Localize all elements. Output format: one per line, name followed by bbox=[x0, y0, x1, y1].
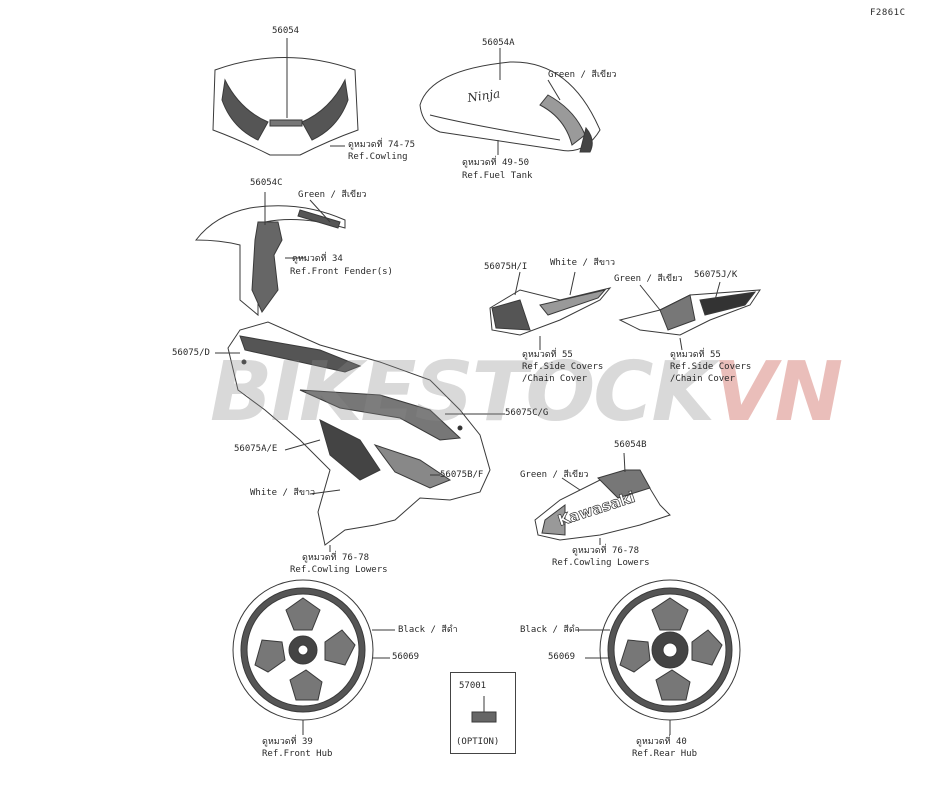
ref-rear-hub-th: ดูหมวดที่ 40 bbox=[636, 737, 687, 747]
part-number-57001: 57001 bbox=[459, 681, 487, 691]
ref-side1-th: ดูหมวดที่ 55 bbox=[522, 350, 573, 360]
ref-lowers-th: ดูหมวดที่ 76-78 bbox=[302, 553, 370, 563]
watermark: BIKESTOCKVN bbox=[210, 352, 843, 434]
part-number-56054b: 56054B bbox=[614, 440, 647, 450]
part-number-56075bf: 56075B/F bbox=[440, 470, 484, 480]
part-number-56054a: 56054A bbox=[482, 38, 515, 48]
color-green-tank: Green / สีเขียว bbox=[548, 70, 617, 80]
option-box bbox=[450, 672, 516, 754]
color-black-front: Black / สีดำ bbox=[398, 625, 458, 635]
windscreen-decal-part bbox=[212, 38, 359, 156]
ref-rear-hub-en: Ref.Rear Hub bbox=[632, 749, 698, 759]
ref-side2-en1: Ref.Side Covers bbox=[670, 362, 752, 372]
ref-front-hub-th: ดูหมวดที่ 39 bbox=[262, 737, 313, 747]
part-number-56054c: 56054C bbox=[250, 178, 283, 188]
color-white-side: White / สีขาว bbox=[550, 258, 616, 268]
ref-tank-th: ดูหมวดที่ 49-50 bbox=[462, 158, 530, 168]
fuel-tank-decal-part bbox=[419, 48, 601, 155]
part-number-56054: 56054 bbox=[272, 26, 300, 36]
color-white-lower: White / สีขาว bbox=[250, 488, 316, 498]
part-number-56075jk: 56075J/K bbox=[694, 270, 738, 280]
color-green-fender: Green / สีเขียว bbox=[298, 190, 367, 200]
tank-ninja-logo: Ninja bbox=[465, 87, 501, 106]
ref-fender-th: ดูหมวดที่ 34 bbox=[292, 254, 343, 264]
ref-front-hub-en: Ref.Front Hub bbox=[262, 749, 333, 759]
ref-lowers2-th: ดูหมวดที่ 76-78 bbox=[572, 546, 640, 556]
front-wheel-decal-part bbox=[232, 579, 395, 735]
color-black-rear: Black / สีดำ bbox=[520, 625, 580, 635]
part-number-56075ae: 56075A/E bbox=[234, 444, 278, 454]
part-number-56069-rear: 56069 bbox=[548, 652, 576, 662]
side-cowling-decal-part bbox=[215, 321, 505, 552]
part-number-56075cg: 56075C/G bbox=[505, 408, 549, 418]
front-fender-decal-part bbox=[194, 192, 346, 317]
watermark-text-b: VN bbox=[713, 345, 843, 440]
color-green-side: Green / สีเขียว bbox=[614, 274, 683, 284]
figure-code: F2861C bbox=[870, 8, 906, 18]
part-number-56075d: 56075/D bbox=[172, 348, 210, 358]
ref-cowling-th: ดูหมวดที่ 74-75 bbox=[348, 140, 416, 150]
emblem-option-part bbox=[471, 696, 497, 723]
side-cover-decal-left-part bbox=[618, 281, 761, 351]
part-number-56069-front: 56069 bbox=[392, 652, 420, 662]
ref-fender-en: Ref.Front Fender(s) bbox=[290, 267, 393, 277]
ref-lowers-en: Ref.Cowling Lowers bbox=[290, 565, 388, 575]
ref-lowers2-en: Ref.Cowling Lowers bbox=[552, 558, 650, 568]
side-cover-decal-right-part bbox=[489, 271, 612, 350]
ref-side1-en2: /Chain Cover bbox=[522, 374, 588, 384]
watermark-text-a: BIKESTOCK bbox=[210, 345, 715, 440]
ref-cowling-en: Ref.Cowling bbox=[348, 152, 408, 162]
ref-side2-en2: /Chain Cover bbox=[670, 374, 736, 384]
color-green-lower: Green / สีเขียว bbox=[520, 470, 589, 480]
ref-side2-th: ดูหมวดที่ 55 bbox=[670, 350, 721, 360]
ref-tank-en: Ref.Fuel Tank bbox=[462, 171, 533, 181]
part-number-56075hi: 56075H/I bbox=[484, 262, 528, 272]
option-label: (OPTION) bbox=[456, 737, 500, 747]
ref-side1-en1: Ref.Side Covers bbox=[522, 362, 604, 372]
lower-cowling-decal-part bbox=[534, 452, 671, 545]
rear-wheel-decal-part bbox=[575, 579, 741, 735]
